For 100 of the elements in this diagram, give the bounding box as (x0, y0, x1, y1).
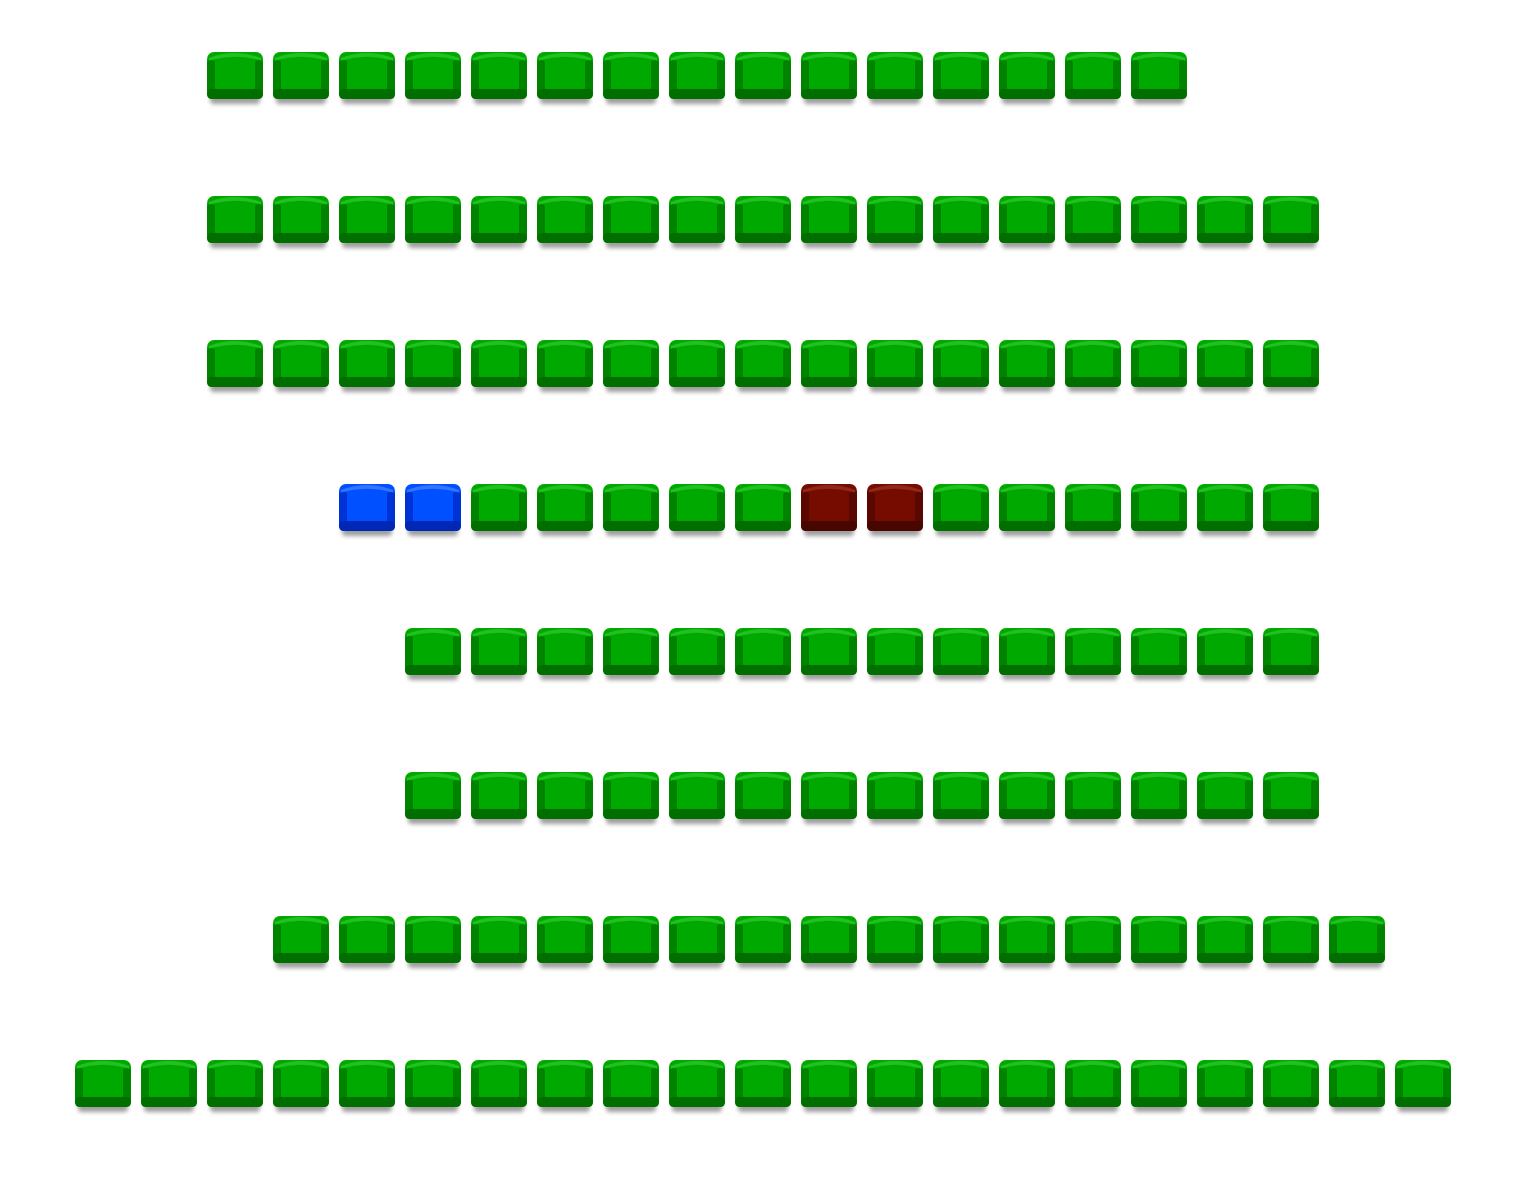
seat-icon (866, 626, 924, 684)
seat-icon (734, 626, 792, 684)
seat-icon (1262, 194, 1320, 252)
seat-icon (1064, 1058, 1122, 1116)
seat-icon (206, 338, 264, 396)
seat-icon (272, 1058, 330, 1116)
seat-icon (536, 50, 594, 108)
seat-icon (536, 338, 594, 396)
seat-icon (536, 194, 594, 252)
seat-icon (272, 338, 330, 396)
seat-icon (470, 770, 528, 828)
seat-icon (338, 50, 396, 108)
seat-icon (866, 338, 924, 396)
seat-icon (602, 770, 660, 828)
seat-icon (932, 50, 990, 108)
seat-icon (1328, 1058, 1386, 1116)
seat-icon (1196, 194, 1254, 252)
seat-icon (1064, 914, 1122, 972)
seat-icon (206, 1058, 264, 1116)
seat-icon (800, 482, 858, 540)
seat-icon (668, 482, 726, 540)
seat-icon (1130, 914, 1188, 972)
seat-icon (1262, 914, 1320, 972)
seat-icon (668, 770, 726, 828)
seat-icon (74, 1058, 132, 1116)
seat-icon (800, 50, 858, 108)
seat-icon (998, 50, 1056, 108)
seat-icon (1130, 194, 1188, 252)
seat-icon (1064, 626, 1122, 684)
seat-icon (734, 338, 792, 396)
seat-icon (338, 482, 396, 540)
seat-icon (734, 50, 792, 108)
seat-icon (866, 914, 924, 972)
seat-icon (668, 194, 726, 252)
seat-icon (866, 770, 924, 828)
seat-icon (1262, 770, 1320, 828)
seat-icon (1064, 194, 1122, 252)
seat-icon (734, 482, 792, 540)
seat-icon (338, 338, 396, 396)
seat-icon (404, 482, 462, 540)
seat-icon (734, 770, 792, 828)
seat-icon (602, 482, 660, 540)
seat-icon (1196, 770, 1254, 828)
seat-icon (602, 626, 660, 684)
seat-icon (470, 50, 528, 108)
seat-icon (602, 914, 660, 972)
seat-icon (1262, 482, 1320, 540)
seat-icon (866, 482, 924, 540)
seat-icon (998, 626, 1056, 684)
seat-icon (206, 194, 264, 252)
seat-icon (338, 1058, 396, 1116)
seat-icon (734, 194, 792, 252)
seat-icon (1130, 338, 1188, 396)
seat-icon (734, 914, 792, 972)
seat-icon (140, 1058, 198, 1116)
seat-icon (404, 194, 462, 252)
seat-icon (338, 194, 396, 252)
seat-icon (404, 338, 462, 396)
seat-icon (1130, 1058, 1188, 1116)
seat-icon (1262, 338, 1320, 396)
seat-icon (932, 914, 990, 972)
seat-icon (470, 1058, 528, 1116)
seat-icon (602, 194, 660, 252)
seat-icon (998, 1058, 1056, 1116)
seat-icon (272, 50, 330, 108)
seat-icon (1262, 1058, 1320, 1116)
seat-icon (536, 914, 594, 972)
seat-icon (1262, 626, 1320, 684)
seat-icon (272, 194, 330, 252)
seat-icon (1130, 770, 1188, 828)
seat-icon (932, 1058, 990, 1116)
seat-icon (932, 626, 990, 684)
seat-icon (536, 482, 594, 540)
seat-icon (1196, 338, 1254, 396)
seat-icon (470, 482, 528, 540)
seat-icon (800, 626, 858, 684)
seat-icon (602, 1058, 660, 1116)
seat-icon (998, 482, 1056, 540)
seat-icon (998, 770, 1056, 828)
seat-icon (1064, 770, 1122, 828)
seat-icon (800, 1058, 858, 1116)
seat-icon (668, 338, 726, 396)
seat-icon (668, 914, 726, 972)
seat-icon (1064, 482, 1122, 540)
seat-icon (1196, 914, 1254, 972)
seat-icon (404, 50, 462, 108)
seat-icon (998, 914, 1056, 972)
seat-icon (800, 770, 858, 828)
seat-icon (1394, 1058, 1452, 1116)
seat-icon (404, 626, 462, 684)
seat-icon (932, 770, 990, 828)
seat-icon (932, 482, 990, 540)
seat-icon (536, 626, 594, 684)
seat-icon (272, 914, 330, 972)
seat-icon (602, 338, 660, 396)
seat-icon (932, 194, 990, 252)
seat-icon (800, 338, 858, 396)
seat-icon (404, 770, 462, 828)
seat-icon (536, 770, 594, 828)
seat-icon (998, 338, 1056, 396)
